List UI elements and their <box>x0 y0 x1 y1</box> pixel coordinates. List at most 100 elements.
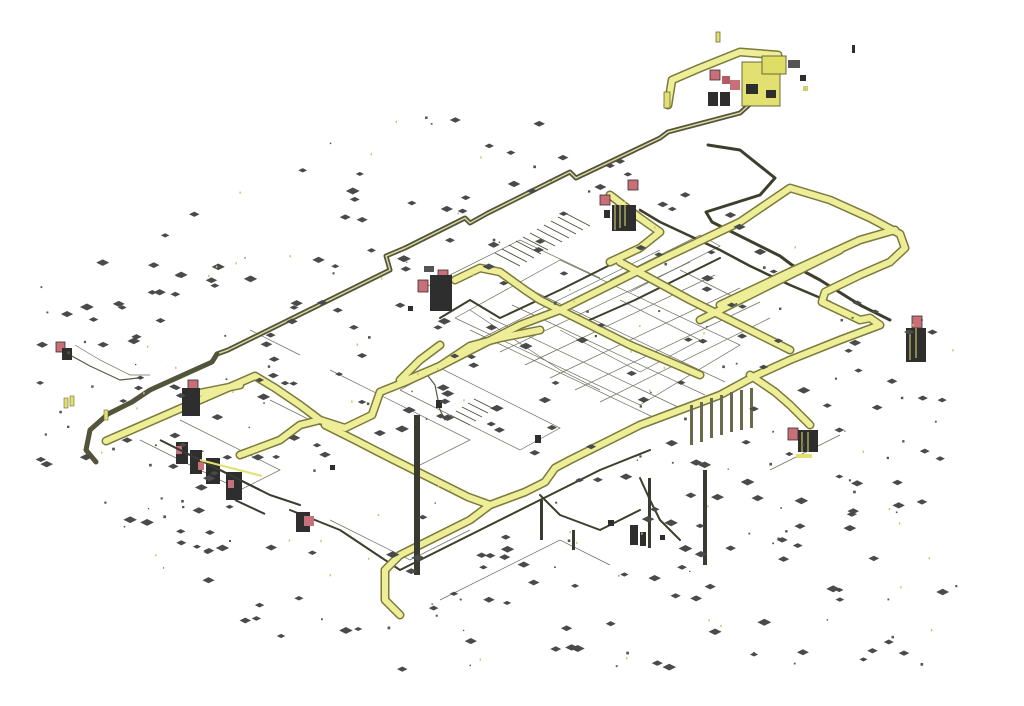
terminal-point <box>777 537 780 540</box>
ceiling-diffuser <box>776 537 788 543</box>
terminal-point <box>722 365 725 369</box>
sprinkler-head <box>480 156 482 159</box>
ceiling-diffuser <box>418 514 428 520</box>
sprinkler-head <box>436 367 439 371</box>
ceiling-diffuser <box>594 183 607 191</box>
room-outline <box>419 239 601 291</box>
sprinkler-head <box>155 554 157 557</box>
ceiling-diffuser <box>356 216 368 223</box>
terminal-point <box>594 334 597 338</box>
terminal-point <box>955 585 958 588</box>
ceiling-diffuser <box>493 427 505 433</box>
ceiling-diffuser <box>758 364 769 370</box>
ceiling-diffuser <box>741 439 751 445</box>
yellow-equipment <box>103 409 109 421</box>
terminal-point <box>228 539 231 542</box>
ceiling-diffuser <box>701 286 713 292</box>
sprinkler-head <box>569 289 571 292</box>
ceiling-diffuser <box>348 324 359 330</box>
ceiling-diffuser <box>834 427 845 433</box>
ceiling-diffuser <box>575 477 584 483</box>
fcu-coil <box>182 388 200 416</box>
ceiling-diffuser <box>254 602 265 608</box>
terminal-point <box>498 241 501 244</box>
terminal-point <box>769 462 772 466</box>
ceiling-diffuser <box>848 339 862 346</box>
ceiling-diffuser <box>500 545 515 553</box>
ceiling-diffuser <box>289 381 298 386</box>
terminal-point <box>549 179 552 182</box>
terminal-point <box>202 450 204 452</box>
ceiling-diffuser <box>794 523 806 529</box>
ceiling-diffuser <box>679 192 691 198</box>
fan-coil-unit-central <box>417 266 452 311</box>
supply-duct-branch-fill <box>617 259 793 353</box>
terminal-point <box>313 469 316 472</box>
vav-box <box>630 525 638 545</box>
vav-box <box>535 435 541 443</box>
sprinkler-head <box>898 522 901 525</box>
ceiling-diffuser <box>623 172 633 177</box>
ceiling-diffuser <box>169 432 181 439</box>
ceiling-diffuser <box>546 425 558 431</box>
ceiling-diffuser <box>519 342 533 350</box>
terminal-point <box>332 272 335 275</box>
dark-branch-pipe <box>289 449 651 571</box>
ceiling-diffuser <box>332 307 343 313</box>
sprinkler-head <box>449 489 452 492</box>
rooftop-ahu <box>663 31 855 109</box>
sprinkler-head <box>862 450 865 453</box>
ceiling-diffuser <box>665 440 679 447</box>
vav-box <box>436 400 442 408</box>
ceiling-diffuser <box>449 591 459 596</box>
room-outline <box>769 434 841 471</box>
ceiling-diffuser <box>402 406 416 414</box>
yellow-equipment <box>63 397 69 409</box>
terminal-point <box>895 511 898 514</box>
sprinkler-head <box>351 400 353 403</box>
terminal-point <box>785 530 788 533</box>
ceiling-diffuser <box>467 354 477 360</box>
terminal-point <box>554 566 556 569</box>
ceiling-diffuser <box>619 473 633 480</box>
ceiling-diffuser <box>785 451 794 457</box>
vertical-riser <box>710 398 713 438</box>
sprinkler-head <box>928 557 931 560</box>
fcu-coil <box>612 205 636 231</box>
ceiling-diffuser <box>435 413 445 419</box>
ceiling-diffuser <box>697 338 708 344</box>
ceiling-diffuser <box>559 271 569 276</box>
ceiling-diffuser <box>751 495 764 502</box>
fcu-coil <box>430 275 452 311</box>
ceiling-diffuser <box>294 595 304 601</box>
ceiling-diffuser <box>127 337 141 345</box>
terminal-point <box>459 598 462 601</box>
ceiling-diffuser <box>498 554 511 560</box>
ceiling-diffuser <box>349 196 360 202</box>
terminal-point <box>368 336 371 339</box>
ceiling-diffuser <box>339 627 353 634</box>
ceiling-diffuser <box>96 259 110 266</box>
ceiling-diffuser <box>385 551 400 559</box>
ceiling-diffuser <box>835 474 844 479</box>
ceiling-diffuser <box>407 200 417 206</box>
yellow-equipment <box>69 395 75 407</box>
grid-line <box>469 329 656 419</box>
terminal-point <box>224 334 227 337</box>
fcu-body <box>627 179 639 191</box>
ceiling-diffuser <box>397 666 408 672</box>
ceiling-diffuser <box>192 544 202 549</box>
ceiling-diffuser <box>298 168 308 173</box>
ceiling-diffuser <box>670 593 681 599</box>
ceiling-diffuser <box>40 460 54 468</box>
ceiling-diffuser <box>886 378 898 384</box>
terminal-point <box>853 490 856 494</box>
terminal-point <box>553 302 557 305</box>
ceiling-diffuser <box>678 545 693 552</box>
ceiling-diffuser <box>710 493 725 501</box>
terminal-point <box>435 614 438 617</box>
ceiling-diffuser <box>558 211 569 217</box>
fcu-coil <box>62 348 72 360</box>
ceiling-diffuser <box>171 385 181 391</box>
ceiling-diffuser <box>527 579 540 586</box>
